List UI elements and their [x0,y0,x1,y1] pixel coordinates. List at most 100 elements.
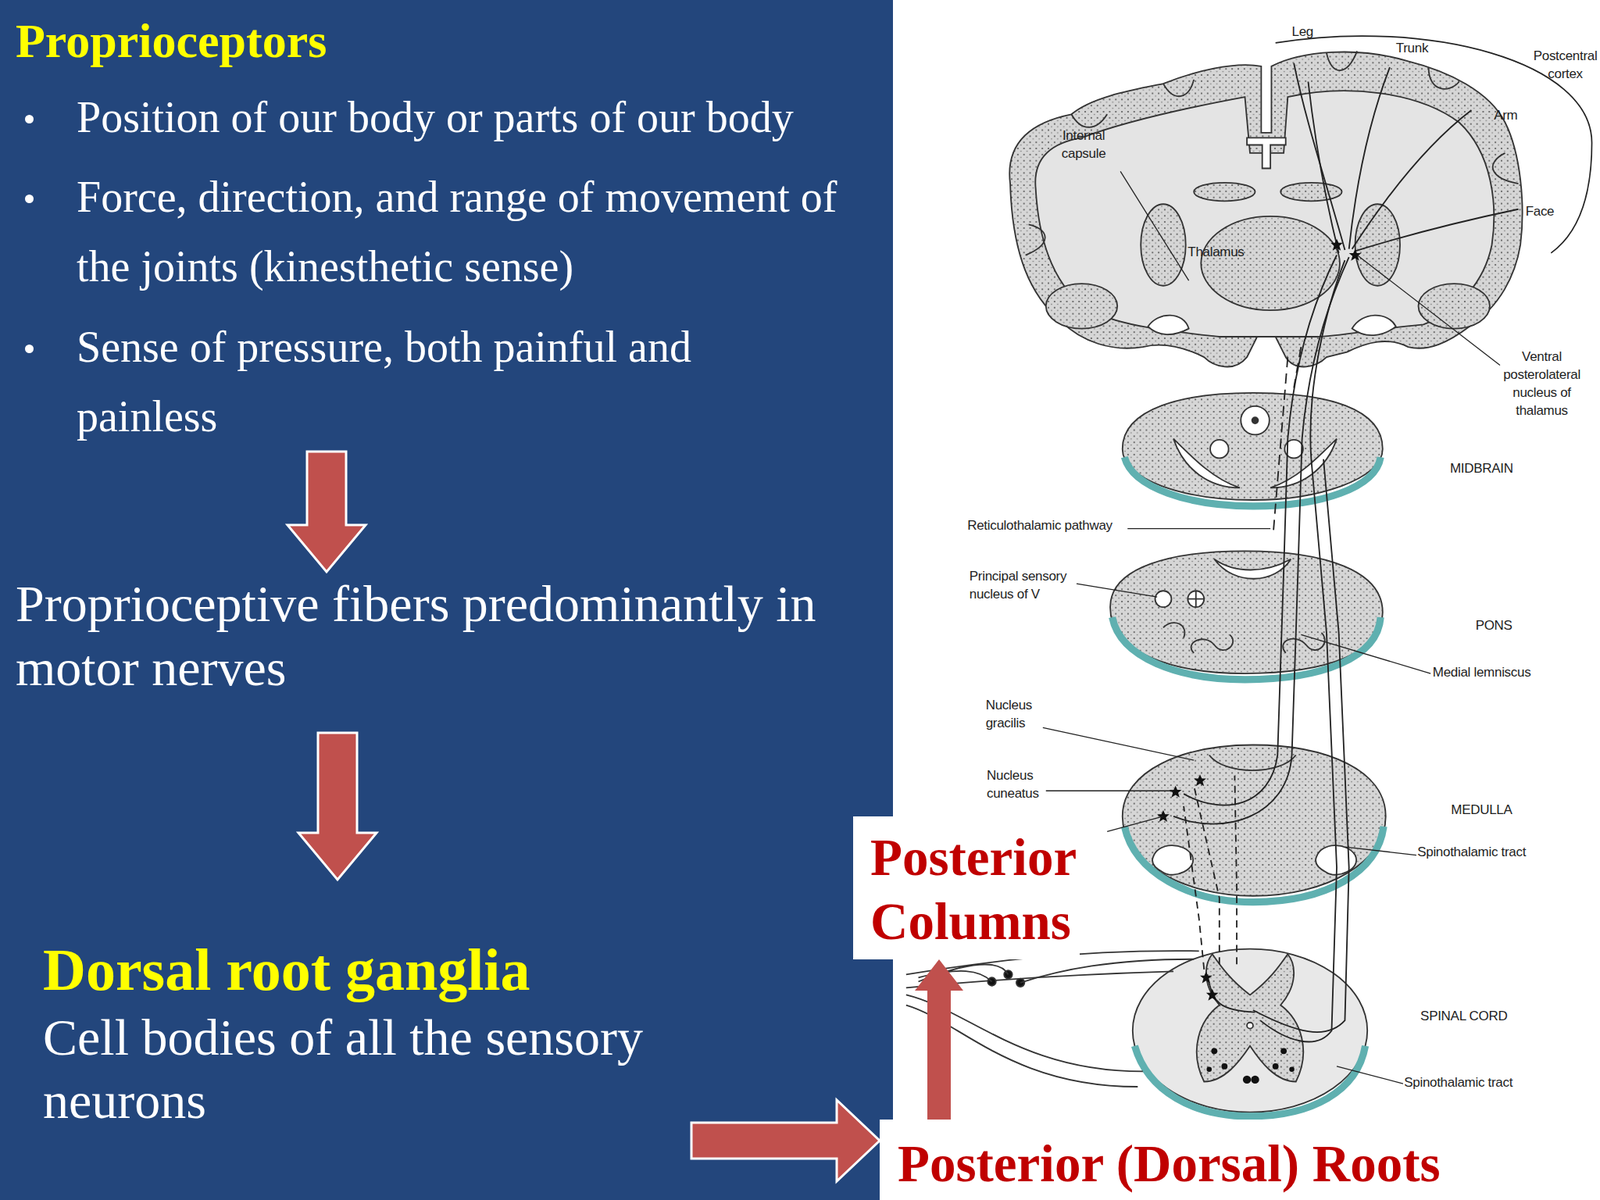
synapse-stars [1206,989,1219,1001]
panel-heading: Proprioceptors [15,10,875,71]
spinal-cord-section [1206,1067,1212,1073]
structure-label: Arm [1493,106,1518,125]
pathway-fibers [1260,260,1345,1042]
block-arrow [287,451,366,572]
pons-section [1155,590,1172,608]
midbrain-section [1124,457,1381,507]
flow-step: Dorsal root gangliaCell bodies of all th… [42,879,692,1172]
spinal-cord-section [1132,949,1368,1117]
spinal-cord-section [1134,1046,1365,1117]
brain-section [1280,182,1342,202]
pathway-fibers [1206,974,1256,1012]
brain-section [1046,283,1118,329]
bullet-text: Sense of pressure, both painful and pain… [76,312,765,452]
brain-section [1418,283,1490,329]
spinal-cord-section [1221,1063,1228,1070]
midbrain-section [1210,439,1229,459]
leader-lines [1046,790,1174,792]
bullet-item: Position of our body or parts of our bod… [15,82,875,153]
spinal-nerve [918,959,1195,983]
cortex-bracket [1275,35,1593,254]
synapse-stars [1330,239,1343,251]
leader-lines [1344,846,1416,855]
medulla-section [1209,755,1297,772]
spinal-cord-section [1196,953,1304,1082]
medulla-section [1124,826,1384,903]
structure-label: Leg [1292,22,1314,41]
brain-section [1246,137,1286,168]
callout-text: Posterior (Dorsal) Roots [897,1131,1600,1196]
structure-label: Trunk [1396,39,1429,58]
pathway-fibers [1183,255,1337,806]
pathway-fibers [1273,357,1288,531]
midbrain-section [1122,392,1383,507]
leader-lines [1357,255,1500,366]
spinal-cord-section [1272,1063,1279,1070]
spinal-nerve [906,950,1200,1087]
pons-section [1163,622,1325,654]
pathway-fibers [1349,67,1390,249]
synapse-stars [1157,239,1361,1001]
block-arrow [914,959,964,1120]
synapse-stars [1157,810,1170,822]
block-arrow [298,732,377,880]
brain-section [1140,203,1186,286]
synapse-stars [1169,785,1183,798]
step-heading: Dorsal root ganglia [42,933,692,1006]
leader-lines [1120,171,1190,281]
brain-section [1193,182,1255,202]
flow-step: Proprioceptive fibers predominantly in m… [15,571,883,733]
pons-section [1110,550,1383,680]
pathway-fibers [1293,346,1301,388]
pathway-fibers [1253,459,1350,1033]
brain-section [1009,50,1522,367]
leader-lines [1336,1066,1404,1084]
spinal-nerve [987,970,1025,987]
pathway-fibers [1173,63,1518,1042]
brain-section [1035,90,1494,337]
structure-label: Internal capsule [1047,126,1119,163]
spinal-cord-section [1246,1022,1254,1029]
structure-label: Principal sensory nucleus of V [969,567,1087,604]
leader-lines [1076,583,1158,597]
structure-label: MIDBRAIN [1450,459,1514,478]
pathway-fibers [1355,209,1519,252]
structure-label: Nucleus cuneatus [986,766,1050,803]
callout-box: Posterior Columns [853,816,1080,960]
medulla-section [1152,845,1357,875]
spinal-cord-section [1206,1047,1294,1084]
bullet-item: Sense of pressure, both painful and pain… [15,312,875,452]
spinal-cord-section [1289,1067,1295,1073]
block-arrow [691,1100,880,1182]
spinal-nerve [906,971,1174,988]
spinal-nerve [906,994,1143,1072]
spinal-nerve [906,1005,1138,1087]
spinal-cord-section [1250,1075,1259,1084]
synapse-stars [1200,971,1213,983]
pathway-fibers [1193,785,1220,965]
pathway-fibers [1173,257,1350,825]
cortex-bracket [1275,35,1593,254]
pathway-fibers [1352,110,1472,250]
brain-section [1009,52,1522,368]
structure-label: Thalamus [1187,242,1244,261]
structure-label: MEDULLA [1450,800,1512,819]
structure-label: Medial lemniscus [1432,663,1532,682]
pathway-fibers [1307,81,1339,253]
structure-label: PONS [1475,616,1513,635]
bullet-dot [25,114,34,124]
structure-label: Nucleus gracilis [985,696,1050,733]
pons-section [1214,559,1291,579]
medulla-section [1122,744,1386,902]
pathway-fibers [1183,806,1204,970]
pons-section [1187,590,1204,608]
synapse-stars [1193,774,1207,786]
bullet-text: Position of our body or parts of our bod… [76,82,882,153]
structure-label: Face [1525,202,1555,221]
bullet-item: Force, direction, and range of movement … [15,162,875,302]
bullet-text: Force, direction, and range of movement … [76,162,882,302]
leader-lines [1107,816,1164,833]
step-text: Proprioceptive fibers predominantly in m… [15,571,883,700]
structure-label: Ventral posterolateral nucleus of thalam… [1492,347,1591,420]
